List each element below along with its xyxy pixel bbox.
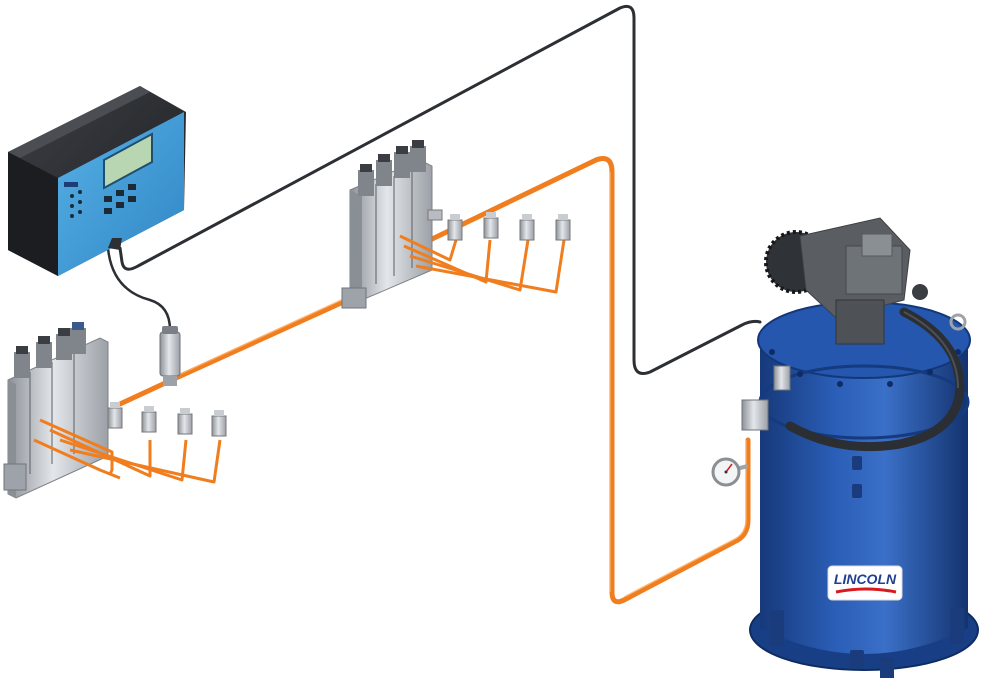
lube-fittings-left xyxy=(107,402,227,437)
lube-fittings-center xyxy=(447,212,571,241)
main-line-highlight xyxy=(175,172,747,598)
pump-unit: LINCOLN xyxy=(741,217,979,678)
controller-display xyxy=(103,132,153,190)
pressure-gauge-icon xyxy=(711,457,749,487)
pressure-switch-icon xyxy=(159,326,181,386)
reservoir-body xyxy=(760,338,968,654)
controller-keypad xyxy=(104,184,136,214)
piston-heads-left xyxy=(14,322,86,378)
sensor-cable xyxy=(106,246,172,332)
brand-logo: LINCOLN xyxy=(827,565,903,601)
return-hose xyxy=(785,307,965,452)
metering-block-icon xyxy=(3,322,109,499)
metering-block-left xyxy=(3,322,227,499)
controller-icon xyxy=(8,86,186,276)
signal-cable xyxy=(118,4,762,375)
controller-led-column xyxy=(70,190,82,218)
pump-outlet-block xyxy=(741,399,769,431)
metering-block-center xyxy=(341,140,571,309)
outlet-lines-center xyxy=(399,234,566,294)
piston-heads-center xyxy=(358,140,426,196)
brand-logo-text: LINCOLN xyxy=(834,571,897,587)
pump-motor-icon xyxy=(764,217,967,345)
metering-block-icon xyxy=(341,140,443,309)
outlet-lines-left xyxy=(33,418,222,484)
